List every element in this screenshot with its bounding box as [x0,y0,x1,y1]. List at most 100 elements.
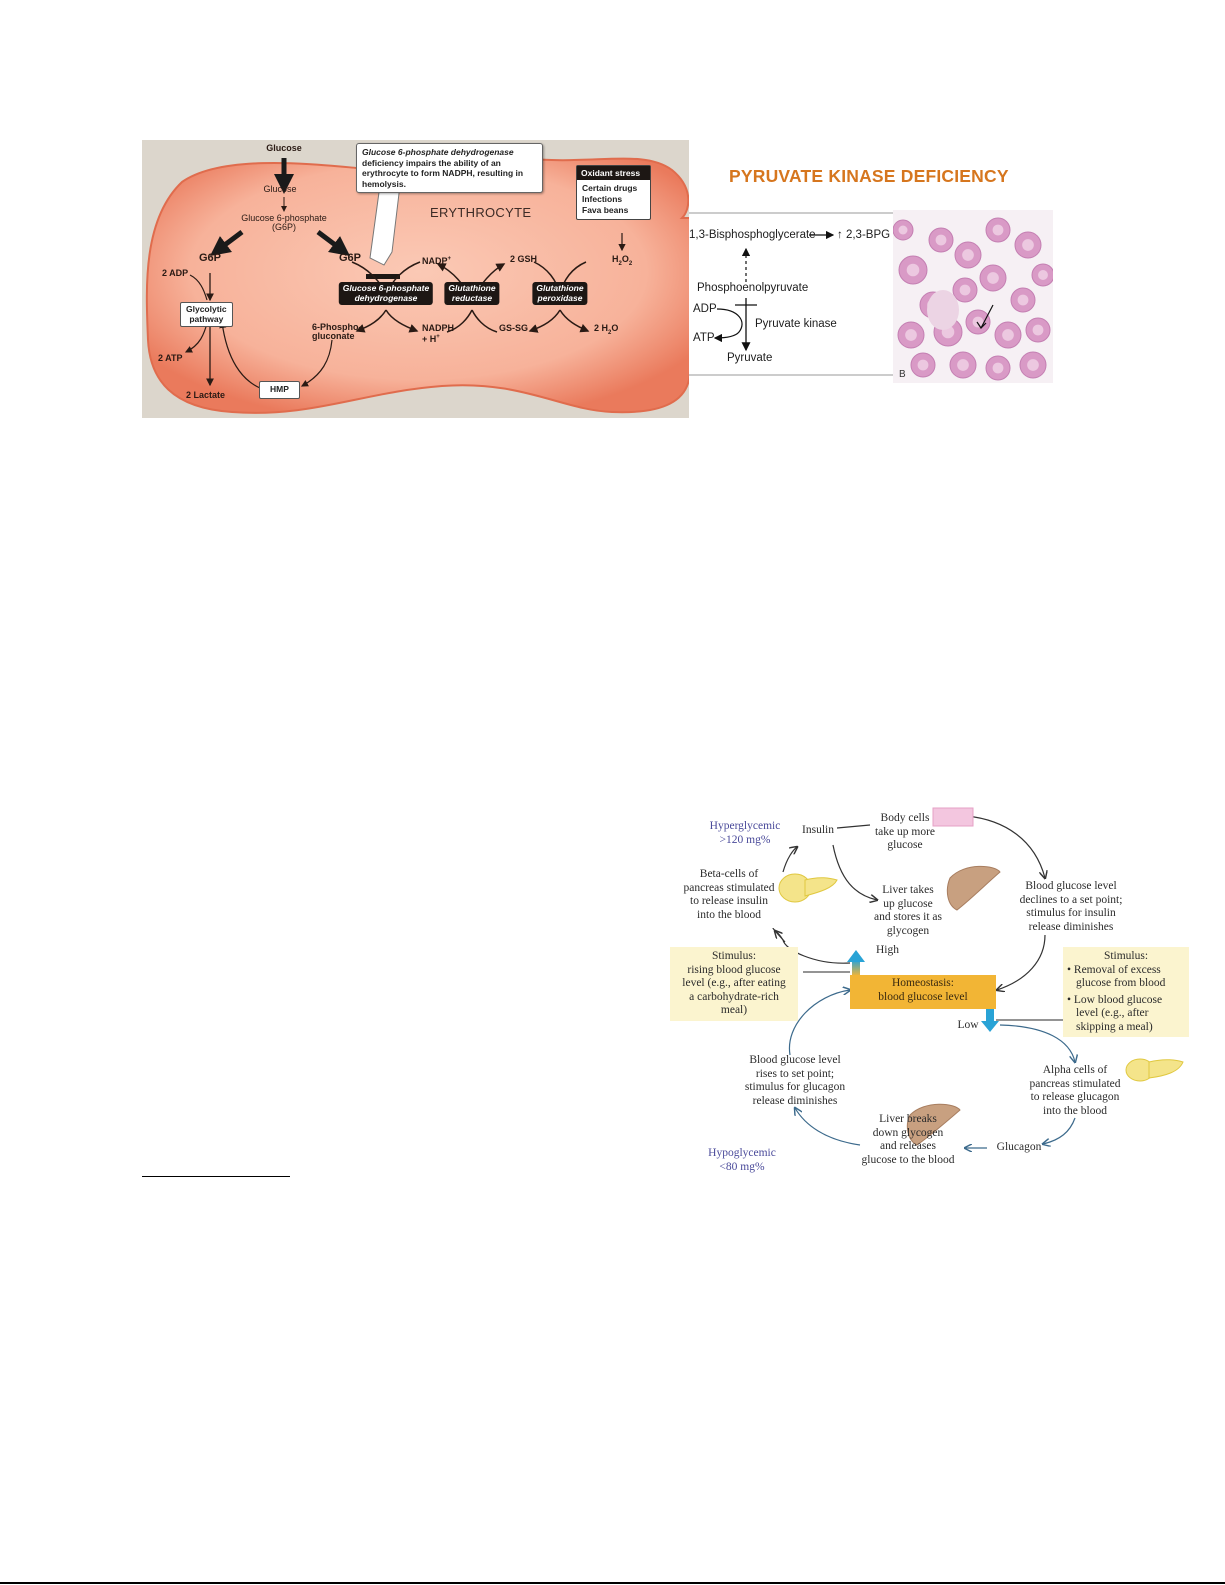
g6p-abbrev-label: (G6P) [271,222,297,232]
glucose-homeostasis-diagram: Hyperglycemic >120 mg% Insulin Body cell… [665,800,1190,1185]
enzyme-gp-line-1: Glutathione [536,283,584,293]
oxidant-stress-title: Oxidant stress [577,166,650,180]
cell-pallor [959,284,971,296]
hmp-box: HMP [259,381,300,399]
g6p-full-label: Glucose 6-phosphate [241,213,327,223]
oxidant-item: Certain drugs [582,183,638,193]
g6pd-erythrocyte-figure: Glucose Glucose Glucose 6-phosphate (G6P… [142,140,689,418]
glucagon-label: Glucagon [996,1141,1042,1153]
enzyme-gr-line-2: reductase [451,292,493,303]
liver-icon-top [946,865,1001,911]
g6p-right-label: G6P [339,252,362,264]
cell-pallor [1032,324,1044,336]
glucose-inside-label: Glucose [263,184,297,194]
cell-pallor [906,263,920,277]
homeostasis-box: Homeostasis: blood glucose level [850,975,996,1009]
enzyme-glutathione-reductase: Glutathione reductase [444,282,500,305]
cell-pallor [898,225,908,235]
pk-enzyme-label: Pyruvate kinase [755,318,837,330]
cell-pallor [1038,270,1048,280]
smear-panel-label: B [899,369,906,380]
cell-pallor [1002,329,1014,341]
hyperglycemic-label: Hyperglycemic >120 mg% [709,820,781,846]
body-cells-icon [932,807,974,827]
enzyme-g6pd: Glucose 6-phosphate dehydrogenase [338,282,434,305]
hypoglycemic-label: Hypoglycemic <80 mg% [708,1147,776,1173]
glucose-outside-label: Glucose [266,143,302,153]
pyruvate-kinase-title: PYRUVATE KINASE DEFICIENCY [729,166,1009,186]
pyruvate-label: Pyruvate [727,352,773,364]
alpha-cells-text: Alpha cells of pancreas stimulated to re… [1029,1064,1121,1117]
nadph-label-2: + H+ [422,334,440,344]
cell-pallor [905,329,917,341]
high-label: High [876,944,899,956]
cell-pallor [987,272,999,284]
pep-label: Phosphoenolpyruvate [697,282,809,294]
blood-smear-image: B [893,210,1053,383]
g6pd-deficiency-callout: Glucose 6-phosphate dehydrogenase defici… [356,143,543,193]
cell-pallor [957,359,969,371]
adp-label: 2 ADP [162,268,189,278]
glycolytic-label-2: pathway [189,313,224,324]
erythrocyte-label: ERYTHROCYTE [430,205,532,220]
cell-pallor [962,249,974,261]
enzyme-g6pd-line-1: Glucose 6-phosphate [342,283,430,293]
callout-text: deficiency impairs the ability of an ery… [362,157,524,189]
cell-pallor [992,362,1004,374]
body-cells-text: Body cells take up more glucose [874,812,936,851]
insulin-label: Insulin [802,824,834,836]
pk-adp-label: ADP [693,303,717,315]
pancreas-icon-bottom [1125,1058,1184,1082]
lactate-label: 2 Lactate [186,390,226,400]
h2o2-label: H2O2 [612,254,633,267]
phosphogluconate-label-2: gluconate [312,331,355,341]
low-label: Low [957,1019,979,1031]
liver-breaks-text: Liver breaks down glycogen and releases … [861,1113,955,1166]
rises-text: Blood glucose level rises to set point; … [744,1054,846,1107]
oxidant-item: Fava beans [582,205,629,215]
oxidant-item: Infections [582,194,623,204]
cell-pallor [992,224,1004,236]
up-arrow-icon: ↑ [837,229,843,241]
gsh-label: 2 GSH [510,254,538,264]
nadph-label-1: NADPH [422,323,455,333]
pk-arrows [689,212,895,376]
homeostasis-arrows [772,807,1184,1185]
cell-pallor [972,316,984,328]
stimulus-low-box: Stimulus: • Removal of excess glucose fr… [1063,947,1189,1037]
water-label: 2 H2O [594,323,619,336]
pyruvate-kinase-scheme: 1,3-Bisphosphoglycerate ↑ 2,3-BPG Phosph… [689,212,895,377]
liver-icon-bottom [906,1103,961,1146]
liver-takes-text: Liver takes up glucose and stores it as … [873,884,943,937]
enzyme-g6pd-line-2: dehydrogenase [354,292,418,303]
reticulocyte [927,290,959,330]
cell-pallor [935,234,947,246]
red-blood-cells-drawing [893,217,1053,381]
pk-atp-label: ATP [693,332,715,344]
pointer-arrow-icon [976,304,994,329]
stimulus-high-box: Stimulus: rising blood glucose level (e.… [670,947,798,1021]
glycolytic-pathway-box: Glycolytic pathway [180,302,233,327]
phosphogluconate-label-1: 6-Phospho- [312,322,362,332]
pancreas-icon-top [778,873,838,903]
cell-pallor [1027,359,1039,371]
bpg-2-3-label: ↑ 2,3-BPG [837,229,891,241]
beta-cells-text: Beta-cells of pancreas stimulated to rel… [683,868,775,921]
g6p-left-label: G6P [199,252,222,264]
nadp-label: NADP+ [422,256,452,266]
cell-pallor [1022,239,1034,251]
cell-pallor [1017,294,1029,306]
enzyme-gr-line-1: Glutathione [448,283,496,293]
callout-enzyme-name: Glucose 6-phosphate dehydrogenase [362,147,514,157]
enzyme-glutathione-peroxidase: Glutathione peroxidase [532,282,588,305]
enzyme-gp-line-2: peroxidase [537,292,583,303]
glycolytic-label-1: Glycolytic [186,304,227,314]
page-bottom-border [0,1582,1225,1584]
oxidant-stress-box: Oxidant stress Certain drugs Infections … [576,165,651,220]
gssg-label: GS-SG [499,323,529,333]
bpg-1-3-label: 1,3-Bisphosphoglycerate [689,229,816,241]
footnote-separator [142,1176,290,1177]
cell-pallor [917,359,929,371]
atp-label: 2 ATP [158,353,183,363]
declines-text: Blood glucose level declines to a set po… [1019,880,1123,933]
